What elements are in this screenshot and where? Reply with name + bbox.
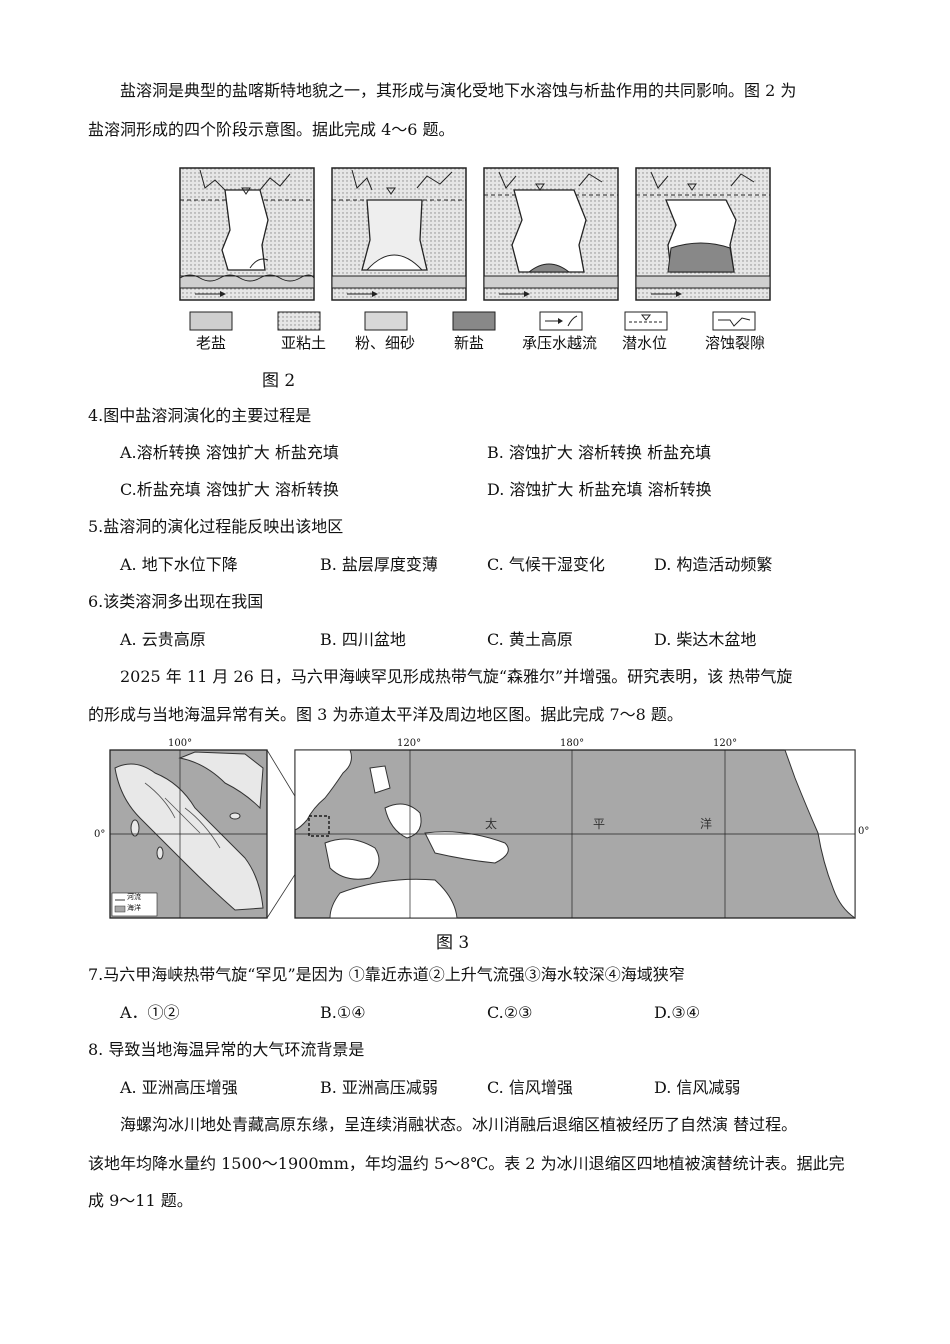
legend-label-sand: 粉、细砂 bbox=[355, 334, 416, 352]
intro-paragraph-3-line-1: 海螺沟冰川地处青藏高原东缘，呈连续消融状态。冰川消融后退缩区植被经历了自然演 替… bbox=[120, 1115, 798, 1134]
stage-1-panel bbox=[179, 167, 315, 301]
legend-label-water-table: 潜水位 bbox=[622, 334, 668, 352]
ocean-label-char-1: 太 bbox=[485, 817, 498, 831]
legend-label-new-salt: 新盐 bbox=[454, 334, 485, 352]
malacca-strait-highlight bbox=[308, 815, 330, 837]
main-longitude-label-120w: 120° bbox=[713, 738, 738, 749]
intro-paragraph-2-line-1: 2025 年 11 月 26 日，马六甲海峡罕见形成热带气旋“森雅尔”并增强。研… bbox=[120, 667, 793, 686]
legend-swatch-new-salt bbox=[452, 311, 496, 331]
main-longitude-label-120e: 120° bbox=[397, 738, 422, 749]
stage-4-panel bbox=[635, 167, 771, 301]
question-6-option-d: D. 柴达木盆地 bbox=[654, 630, 757, 649]
question-4-option-a: A.溶析转换 溶蚀扩大 析盐充填 bbox=[120, 443, 339, 462]
figure-3-map bbox=[109, 749, 856, 919]
inset-map-sumatra bbox=[109, 749, 268, 919]
question-5-option-b: B. 盐层厚度变薄 bbox=[320, 555, 438, 574]
question-6-option-b: B. 四川盆地 bbox=[320, 630, 406, 649]
intro-paragraph-1-line-2: 盐溶洞形成的四个阶段示意图。据此完成 4～6 题。 bbox=[88, 120, 455, 139]
question-4-option-c: C.析盐充填 溶蚀扩大 溶析转换 bbox=[120, 480, 339, 499]
question-8-option-d: D. 信风减弱 bbox=[654, 1078, 741, 1097]
legend-label-artesian-flow: 承压水越流 bbox=[522, 334, 598, 352]
question-7-option-b: B.①④ bbox=[320, 1003, 366, 1022]
legend-label-clay: 亚粘土 bbox=[281, 334, 327, 352]
intro-paragraph-1-line-1: 盐溶洞是典型的盐喀斯特地貌之一，其形成与演化受地下水溶蚀与析盐作用的共同影响。图… bbox=[120, 81, 797, 100]
question-7-option-d: D.③④ bbox=[654, 1003, 701, 1022]
question-5-option-c: C. 气候干湿变化 bbox=[487, 555, 605, 574]
question-6-option-c: C. 黄土高原 bbox=[487, 630, 573, 649]
question-8-option-c: C. 信风增强 bbox=[487, 1078, 573, 1097]
question-8-option-a: A. 亚洲高压增强 bbox=[120, 1078, 238, 1097]
question-7-option-c: C.②③ bbox=[487, 1003, 533, 1022]
legend-swatch-water-table bbox=[624, 311, 668, 331]
question-6-stem: 6.该类溶洞多出现在我国 bbox=[88, 592, 264, 611]
question-8-option-b: B. 亚洲高压减弱 bbox=[320, 1078, 438, 1097]
figure-2-caption: 图 2 bbox=[262, 371, 296, 391]
question-4-stem: 4.图中盐溶洞演化的主要过程是 bbox=[88, 406, 312, 425]
intro-paragraph-3-line-3: 成 9～11 题。 bbox=[88, 1191, 193, 1210]
question-4-option-b: B. 溶蚀扩大 溶析转换 析盐充填 bbox=[487, 443, 712, 462]
main-latitude-label: 0° bbox=[858, 826, 870, 837]
main-longitude-label-180: 180° bbox=[560, 738, 585, 749]
figure-2-salt-cave-diagram bbox=[179, 167, 771, 331]
figure-3-caption: 图 3 bbox=[436, 933, 470, 953]
legend-swatch-artesian-flow bbox=[539, 311, 583, 331]
intro-paragraph-2-line-2: 的形成与当地海温异常有关。图 3 为赤道太平洋及周边地区图。据此完成 7～8 题… bbox=[88, 705, 683, 724]
main-map-pacific bbox=[294, 749, 856, 919]
ocean-label-char-3: 洋 bbox=[700, 817, 713, 831]
ocean-label-char-2: 平 bbox=[593, 817, 606, 831]
question-7-stem: 7.马六甲海峡热带气旋“罕见”是因为 ①靠近赤道②上升气流强③海水较深④海域狭窄 bbox=[88, 965, 685, 984]
stage-3-panel bbox=[483, 167, 619, 301]
question-4-option-d: D. 溶蚀扩大 析盐充填 溶析转换 bbox=[487, 480, 712, 499]
question-8-stem: 8. 导致当地海温异常的大气环流背景是 bbox=[88, 1040, 365, 1059]
inset-legend-ocean: 海洋 bbox=[127, 904, 141, 912]
question-7-option-a: A．①② bbox=[120, 1003, 180, 1022]
question-5-option-a: A. 地下水位下降 bbox=[120, 555, 238, 574]
legend-label-old-salt: 老盐 bbox=[196, 334, 227, 352]
inset-latitude-label: 0° bbox=[94, 829, 106, 840]
question-5-option-d: D. 构造活动频繁 bbox=[654, 555, 773, 574]
inset-longitude-label: 100° bbox=[168, 738, 193, 749]
question-5-stem: 5.盐溶洞的演化过程能反映出该地区 bbox=[88, 517, 344, 536]
inset-legend-river: 河流 bbox=[127, 893, 141, 901]
legend-swatch-sand bbox=[364, 311, 408, 331]
figure-2-legend bbox=[189, 311, 756, 331]
intro-paragraph-3-line-2: 该地年均降水量约 1500～1900mm，年均温约 5～8℃。表 2 为冰川退缩… bbox=[88, 1154, 845, 1173]
stage-2-panel bbox=[331, 167, 467, 301]
legend-swatch-old-salt bbox=[189, 311, 233, 331]
question-6-option-a: A. 云贵高原 bbox=[120, 630, 206, 649]
legend-swatch-clay bbox=[277, 311, 321, 331]
legend-label-fracture: 溶蚀裂隙 bbox=[705, 334, 766, 352]
legend-swatch-fracture bbox=[712, 311, 756, 331]
